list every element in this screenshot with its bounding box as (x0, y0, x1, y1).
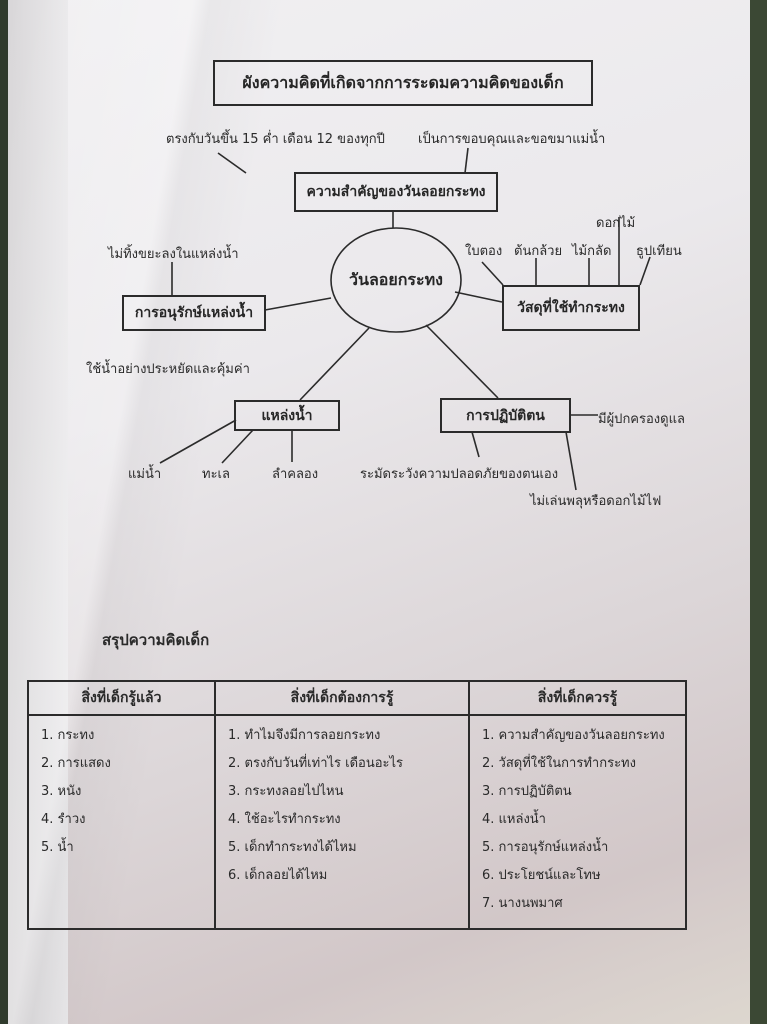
list-item: 4. ใช้อะไรทำกระทง (228, 812, 341, 827)
list-item: 2. การแสดง (41, 756, 111, 771)
list-item: 5. น้ำ (41, 840, 74, 855)
materials-detail-incense: ธูปเทียน (636, 244, 682, 259)
behavior-detail-guardian: มีผู้ปกครองดูแล (598, 412, 685, 427)
connector-behavior-fireworks (565, 431, 577, 491)
center-node: วันลอยกระทง (349, 270, 443, 289)
connector-center-materials (454, 291, 503, 303)
list-item: 5. เด็กทำกระทงได้ไหม (228, 840, 357, 855)
list-item: 7. นางนพมาศ (482, 896, 563, 911)
summary-heading: สรุปความคิดเด็ก (102, 631, 210, 649)
connector-water-sea (221, 429, 254, 464)
list-item: 3. หนัง (41, 784, 82, 799)
column-header-known: สิ่งที่เด็กรู้แล้ว (27, 680, 216, 716)
behavior-detail-fireworks: ไม่เล่นพลุหรือดอกไม้ไฟ (530, 494, 662, 509)
water-detail-river: แม่น้ำ (128, 467, 162, 482)
materials-detail-banana: ต้นกล้วย (514, 244, 563, 259)
column-want-to-know: 1. ทำไมจึงมีการลอยกระทง 2. ตรงกับวันที่เ… (214, 715, 470, 930)
conservation-detail-litter: ไม่ทิ้งขยะลงในแหล่งน้ำ (108, 247, 239, 262)
list-item: 1. ความสำคัญของวันลอยกระทง (482, 728, 665, 743)
summary-table: สิ่งที่เด็กรู้แล้ว สิ่งที่เด็กต้องการรู้… (27, 680, 687, 930)
column-should-know: 1. ความสำคัญของวันลอยกระทง 2. วัสดุที่ใช… (468, 715, 687, 930)
list-item: 1. กระทง (41, 728, 95, 743)
list-item: 5. การอนุรักษ์แหล่งน้ำ (482, 840, 609, 855)
list-item: 6. เด็กลอยได้ไหม (228, 868, 328, 883)
conservation-detail-save-water: ใช้น้ำอย่างประหยัดและคุ้มค่า (86, 362, 250, 377)
list-item: 3. กระทงลอยไปไหน (228, 784, 344, 799)
materials-detail-leaf: ใบตอง (465, 244, 503, 259)
connector-materials-incense (639, 256, 651, 286)
behavior-node: การปฏิบัติตน (440, 398, 571, 433)
conservation-node: การอนุรักษ์แหล่งน้ำ (122, 295, 266, 331)
water-detail-sea: ทะเล (202, 467, 230, 482)
list-item: 4. รำวง (41, 812, 86, 827)
connector-water-river (159, 419, 237, 464)
connector-materials-leaf (481, 261, 504, 286)
connector-importance-thanks (464, 147, 469, 174)
list-item: 1. ทำไมจึงมีการลอยกระทง (228, 728, 381, 743)
list-item: 2. วัสดุที่ใช้ในการทำกระทง (482, 756, 636, 771)
importance-detail-thanks: เป็นการขอบคุณและขอขมาแม่น้ำ (418, 132, 606, 147)
column-header-want-to-know: สิ่งที่เด็กต้องการรู้ (214, 680, 470, 716)
list-item: 3. การปฏิบัติตน (482, 784, 572, 799)
background-surface (750, 0, 767, 1024)
list-item: 6. ประโยชน์และโทษ (482, 868, 601, 883)
document-title: ผังความคิดที่เกิดจากการระดมความคิดของเด็… (213, 60, 593, 106)
center-ellipse (330, 227, 462, 333)
connector-center-water (299, 327, 370, 401)
materials-node: วัสดุที่ใช้ทำกระทง (502, 285, 640, 331)
water-detail-canal: ลำคลอง (272, 467, 319, 482)
column-known: 1. กระทง 2. การแสดง 3. หนัง 4. รำวง 5. น… (27, 715, 216, 930)
water-sources-node: แหล่งน้ำ (234, 400, 340, 431)
list-item: 2. ตรงกับวันที่เท่าไร เดือนอะไร (228, 756, 404, 771)
connector-center-conservation (264, 297, 332, 311)
importance-node: ความสำคัญของวันลอยกระทง (294, 172, 498, 212)
connector-importance-date (217, 152, 247, 174)
materials-detail-flower: ดอกไม้ (596, 216, 636, 231)
materials-detail-pin: ไม้กลัด (572, 244, 612, 259)
connector-behavior-safety (471, 431, 480, 458)
connector-center-behavior (425, 324, 499, 399)
behavior-detail-safety: ระมัดระวังความปลอดภัยของตนเอง (360, 467, 559, 482)
column-header-should-know: สิ่งที่เด็กควรรู้ (468, 680, 687, 716)
importance-detail-date: ตรงกับวันขึ้น 15 ค่ำ เดือน 12 ของทุกปี (166, 132, 385, 147)
list-item: 4. แหล่งน้ำ (482, 812, 546, 827)
